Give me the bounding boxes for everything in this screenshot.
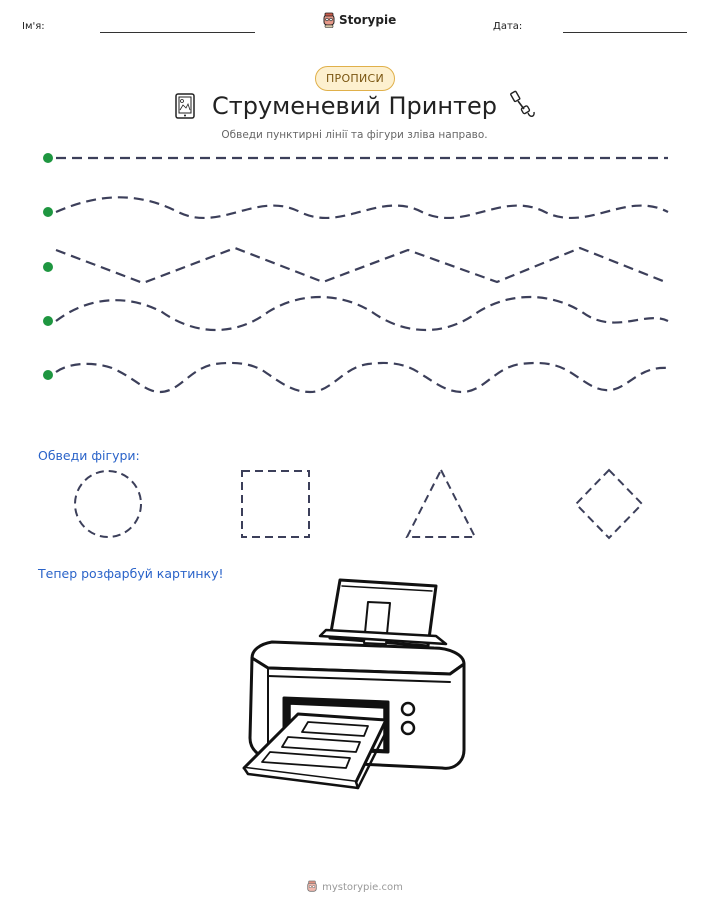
start-dot (43, 316, 53, 326)
footer: mystorypie.com (0, 880, 709, 894)
date-label: Дата: (493, 21, 523, 32)
printer-button-bottom[interactable] (400, 720, 416, 736)
name-line[interactable] (100, 32, 255, 33)
instructions: Обведи пунктирні лінії та фігури зліва н… (221, 129, 488, 141)
tracing-line-wave[interactable] (55, 296, 669, 332)
tracing-line-wave[interactable] (55, 361, 669, 394)
tracing-line-zigzag[interactable] (55, 246, 669, 285)
printer-button-top[interactable] (400, 701, 416, 717)
storypie-mascot-icon (323, 12, 335, 28)
brand-name: Storypie (339, 13, 397, 27)
name-label: Ім'я: (22, 21, 45, 32)
brand-logo: Storypie (322, 12, 396, 28)
shape-circle[interactable] (74, 470, 142, 538)
tracing-line-wave[interactable] (55, 196, 669, 219)
date-line[interactable] (563, 32, 687, 33)
shape-diamond[interactable] (574, 468, 644, 540)
shape-square[interactable] (241, 470, 310, 538)
coloring-label: Тепер розфарбуй картинку! (38, 566, 224, 581)
start-dot (43, 153, 53, 163)
footer-url[interactable]: mystorypie.com (322, 881, 403, 893)
page-title: Струменевий Принтер (211, 92, 498, 120)
shape-triangle[interactable] (405, 467, 477, 538)
usb-cable-icon (510, 90, 535, 117)
start-dot (43, 207, 53, 217)
worksheet-badge: ПРОПИСИ (315, 66, 395, 91)
start-dot (43, 370, 53, 380)
tracing-shapes[interactable] (0, 460, 709, 550)
tracing-lines[interactable] (0, 140, 709, 400)
printer-coloring-picture[interactable] (238, 572, 473, 802)
start-dot (43, 262, 53, 272)
storypie-mascot-icon (307, 880, 317, 892)
shapes-label: Обведи фігури: (38, 448, 140, 463)
tablet-doodle-icon (175, 93, 195, 119)
